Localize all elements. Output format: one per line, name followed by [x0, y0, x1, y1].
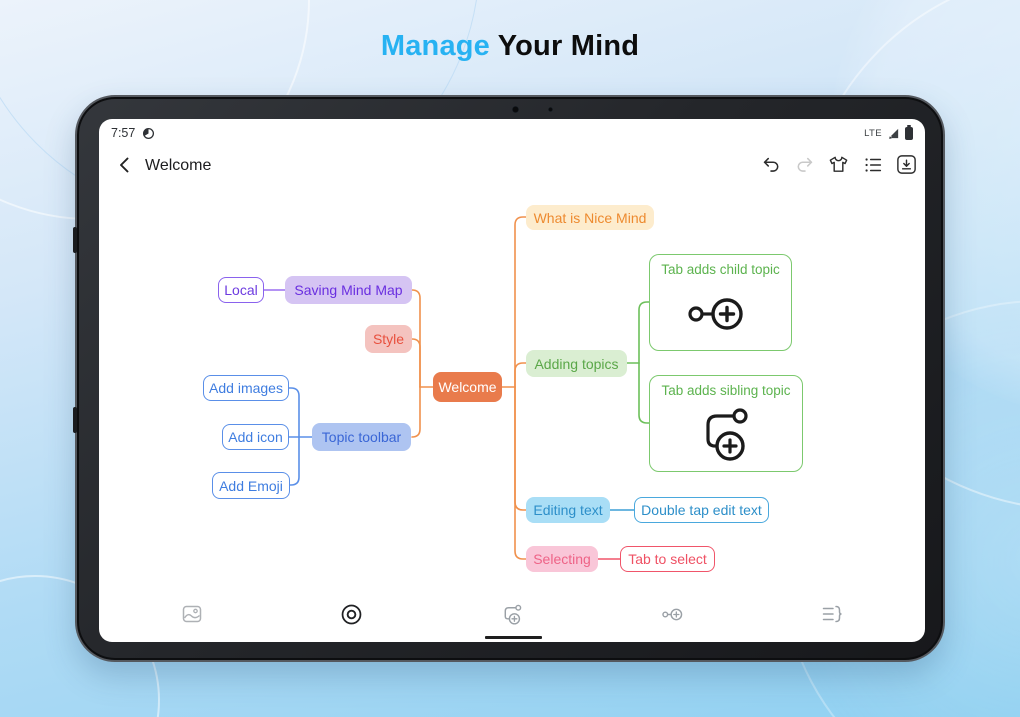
add-child-topic-icon	[687, 297, 743, 330]
topic-tab-adds-sibling-topic[interactable]: Tab adds sibling topic	[649, 375, 803, 472]
battery-icon	[905, 124, 913, 140]
add-sibling-topic-icon	[504, 604, 521, 625]
root-topic-welcome[interactable]: Welcome	[433, 372, 502, 402]
insert-image-button[interactable]	[178, 600, 206, 628]
page-title-rest: Your Mind	[490, 30, 640, 62]
topic-tab-to-select[interactable]: Tab to select	[620, 546, 715, 572]
add-sibling-topic-button[interactable]	[498, 600, 526, 628]
front-camera	[512, 106, 519, 113]
toolbar-actions	[759, 153, 918, 176]
light-sensor	[548, 107, 553, 112]
download-icon	[897, 155, 916, 174]
undo-icon	[763, 157, 778, 172]
back-button[interactable]	[115, 155, 135, 175]
topic-add-emoji[interactable]: Add Emoji	[212, 472, 290, 499]
clock: 7:57	[111, 126, 136, 140]
outline-structure-button[interactable]	[818, 600, 846, 628]
topic-label: Tab adds sibling topic	[661, 383, 791, 398]
topic-add-icon[interactable]: Add icon	[222, 424, 289, 450]
topic-double-tap-edit-text[interactable]: Double tap edit text	[634, 497, 769, 523]
theme-button[interactable]	[827, 153, 850, 176]
tablet-screen: 7:57 LTE Welcome	[99, 119, 925, 642]
data-saver-icon	[143, 127, 155, 139]
add-sibling-topic-icon	[706, 407, 748, 461]
topic-topic-toolbar[interactable]: Topic toolbar	[312, 423, 411, 451]
network-type-label: LTE	[864, 127, 882, 139]
topic-adding-topics[interactable]: Adding topics	[526, 350, 627, 377]
record-theme-icon	[341, 604, 361, 624]
topic-add-images[interactable]: Add images	[203, 375, 289, 401]
outline-list-icon	[864, 157, 881, 172]
topic-style[interactable]: Style	[365, 325, 412, 353]
add-child-topic-icon	[661, 608, 682, 620]
page-title: Manage Your Mind	[0, 30, 1020, 63]
topic-saving-mind-map[interactable]: Saving Mind Map	[285, 276, 412, 304]
topic-selecting[interactable]: Selecting	[526, 546, 598, 572]
power-button	[73, 407, 77, 433]
image-icon	[182, 605, 202, 623]
page-title-accent: Manage	[380, 30, 491, 62]
chevron-left-icon	[120, 157, 129, 173]
signal-icon	[888, 128, 899, 139]
theme-style-button[interactable]	[337, 600, 365, 628]
topic-local[interactable]: Local	[218, 277, 264, 303]
document-title: Welcome	[145, 157, 212, 174]
topic-what-is-nice-mind[interactable]: What is Nice Mind	[526, 205, 654, 230]
status-bar: 7:57 LTE	[111, 124, 913, 142]
active-tab-indicator	[485, 636, 542, 639]
export-button[interactable]	[895, 153, 918, 176]
volume-button	[73, 227, 77, 253]
redo-button[interactable]	[793, 153, 816, 176]
redo-icon	[797, 157, 812, 172]
topic-editing-text[interactable]: Editing text	[526, 497, 610, 523]
undo-button[interactable]	[759, 153, 782, 176]
theme-shirt-icon	[829, 156, 848, 172]
outline-view-button[interactable]	[861, 153, 884, 176]
topic-label: Tab adds child topic	[661, 262, 780, 277]
outline-brace-icon	[822, 605, 842, 623]
topic-tab-adds-child-topic[interactable]: Tab adds child topic	[649, 254, 792, 351]
add-child-topic-button[interactable]	[658, 600, 686, 628]
tablet-frame: 7:57 LTE Welcome	[73, 95, 945, 662]
